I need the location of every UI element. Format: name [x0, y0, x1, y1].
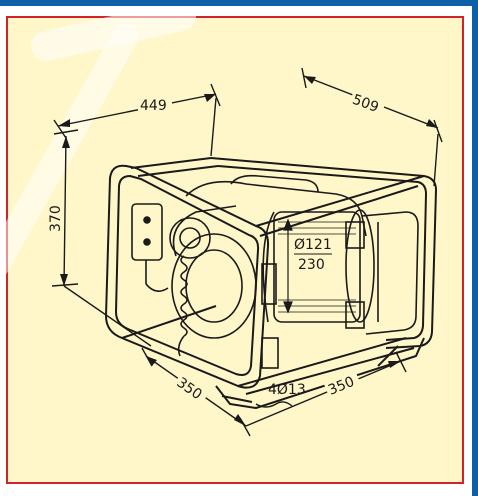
- dim-width-label: 449: [140, 98, 167, 114]
- dim-drum-diameter-label: Ø121: [294, 237, 332, 253]
- control-box: [131, 203, 163, 284]
- label-bg-drum-diameter: [292, 236, 332, 252]
- dimension-arrowheads: [58, 76, 438, 426]
- watermark-stroke: [6, 16, 196, 275]
- generator-frame-drawing: 449 509 370 350 350 4Ø13 Ø121 230: [6, 16, 443, 437]
- accent-bar-top: [0, 0, 478, 6]
- coiled-cable: [145, 255, 188, 357]
- dim-drum-length-label: 230: [298, 257, 325, 273]
- dim-holes-label: 4Ø13: [268, 382, 306, 398]
- drum-diameter-line: [283, 218, 293, 314]
- label-bg-depth: [348, 89, 387, 118]
- label-bg-base-right: [323, 369, 362, 400]
- dim-height-label: 370: [48, 205, 64, 232]
- dim-base-right-label: 350: [326, 374, 357, 399]
- dim-depth-label: 509: [350, 92, 381, 116]
- generator-body: [169, 174, 419, 369]
- dimension-lines: [51, 67, 443, 437]
- accent-bar-right: [472, 0, 478, 496]
- tube-frame: [105, 157, 437, 409]
- label-bg-width: [138, 96, 172, 114]
- label-bg-height: [46, 202, 64, 234]
- label-bg-drum-length: [296, 256, 328, 272]
- label-bg-base-left: [171, 371, 211, 407]
